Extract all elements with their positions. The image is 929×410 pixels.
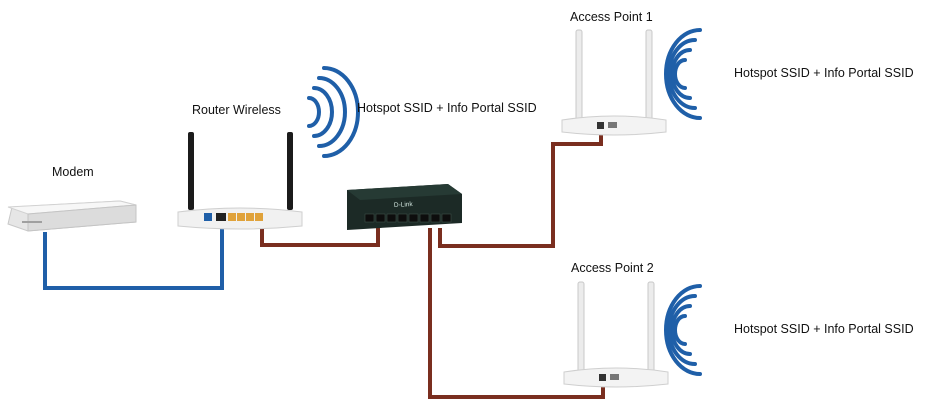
access-point-icon	[561, 29, 667, 136]
ap2-label: Access Point 2	[571, 261, 654, 275]
modem-icon	[7, 200, 137, 232]
wifi-signal-icon	[664, 284, 702, 376]
switch-brand-label: D-Link	[394, 201, 414, 209]
modem-router-cable	[43, 222, 224, 290]
router-label: Router Wireless	[192, 103, 281, 117]
ap1-ssid-label: Hotspot SSID + Info Portal SSID	[734, 66, 914, 80]
access-point-icon	[563, 281, 669, 388]
router-ssid-label: Hotspot SSID + Info Portal SSID	[357, 101, 537, 115]
network-switch-icon	[347, 184, 462, 230]
router-switch-cable	[260, 222, 380, 247]
wifi-signal-icon	[307, 66, 360, 158]
wifi-signal-icon	[664, 28, 702, 120]
modem-label: Modem	[52, 165, 94, 179]
ap1-label: Access Point 1	[570, 10, 653, 24]
ap2-ssid-label: Hotspot SSID + Info Portal SSID	[734, 322, 914, 336]
wireless-router-icon	[177, 132, 303, 230]
switch-ap2-cable	[428, 228, 605, 399]
switch-ap1-cable	[438, 133, 603, 248]
